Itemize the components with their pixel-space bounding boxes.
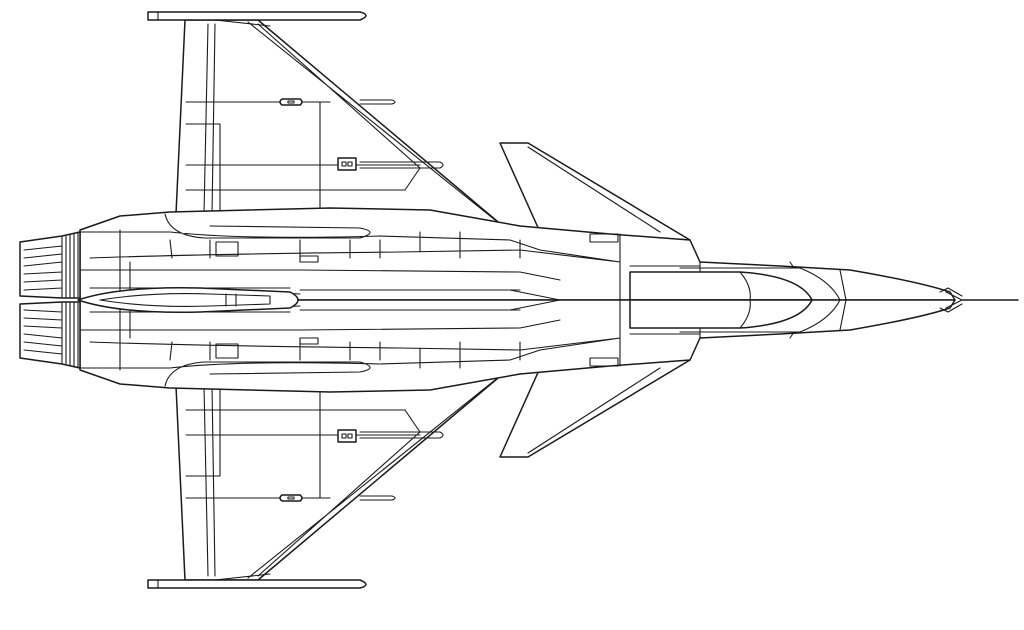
- radome-upper: [839, 269, 963, 301]
- wingtip-rail: [147, 11, 367, 21]
- main-wing: [175, 19, 511, 233]
- canard: [499, 142, 691, 241]
- wing-panel-lines: [185, 23, 421, 215]
- underwing-pylon-inner: [337, 157, 444, 171]
- small-antenna-upper: [789, 261, 795, 269]
- canopy-frame-upper: [629, 265, 841, 301]
- underwing-pylon-outer: [279, 98, 396, 106]
- centerline-nacelle: [77, 287, 299, 313]
- wingtip-rail-detail: [157, 11, 271, 27]
- pitot-boss: [945, 291, 963, 309]
- nacelle-inner: [99, 293, 271, 307]
- airframe-upper-half: [19, 11, 963, 301]
- canard-panel-line: [527, 146, 661, 233]
- spine-tail-taper: [299, 289, 561, 311]
- intake-lip-upper: [589, 233, 619, 243]
- fuselage-upper: [79, 207, 956, 301]
- nozzle-petals-upper: [23, 231, 79, 299]
- centerline-features: [77, 287, 1019, 313]
- airframe-lower-half: [19, 299, 963, 589]
- access-panel-upper: [215, 241, 319, 263]
